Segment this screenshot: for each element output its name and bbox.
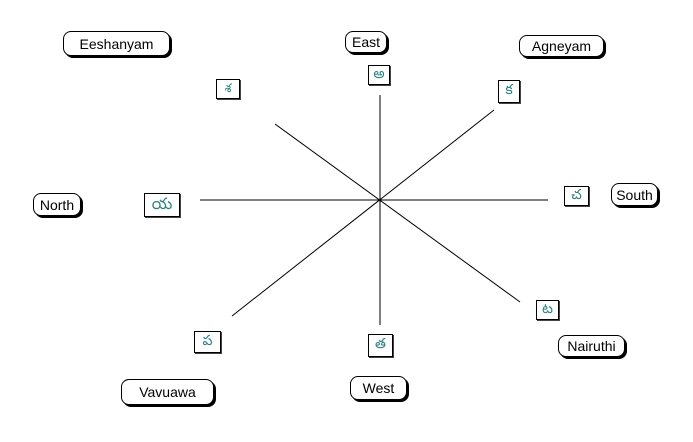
label-north: North: [33, 193, 81, 216]
label-vavuawa: Vavuawa: [121, 379, 214, 405]
glyph-nairuthi: ట: [536, 300, 559, 320]
glyph-east: అ: [368, 65, 390, 85]
label-south: South: [611, 183, 658, 206]
glyph-eeshanyam: శ: [216, 79, 240, 99]
glyph-north: య: [144, 193, 180, 217]
label-east: East: [345, 31, 387, 53]
label-agneyam: Agneyam: [519, 35, 604, 57]
label-west: West: [350, 376, 407, 400]
label-eeshanyam: Eeshanyam: [63, 31, 170, 56]
line-eeshanyam-nairuthi: [274, 123, 521, 303]
glyph-west: త: [368, 334, 393, 357]
glyph-vavuawa: ప: [194, 331, 221, 353]
glyph-agneyam: క: [498, 80, 520, 103]
glyph-south: చ: [564, 186, 589, 206]
label-nairuthi: Nairuthi: [558, 335, 625, 357]
line-agneyam-vavuawa: [231, 109, 495, 317]
